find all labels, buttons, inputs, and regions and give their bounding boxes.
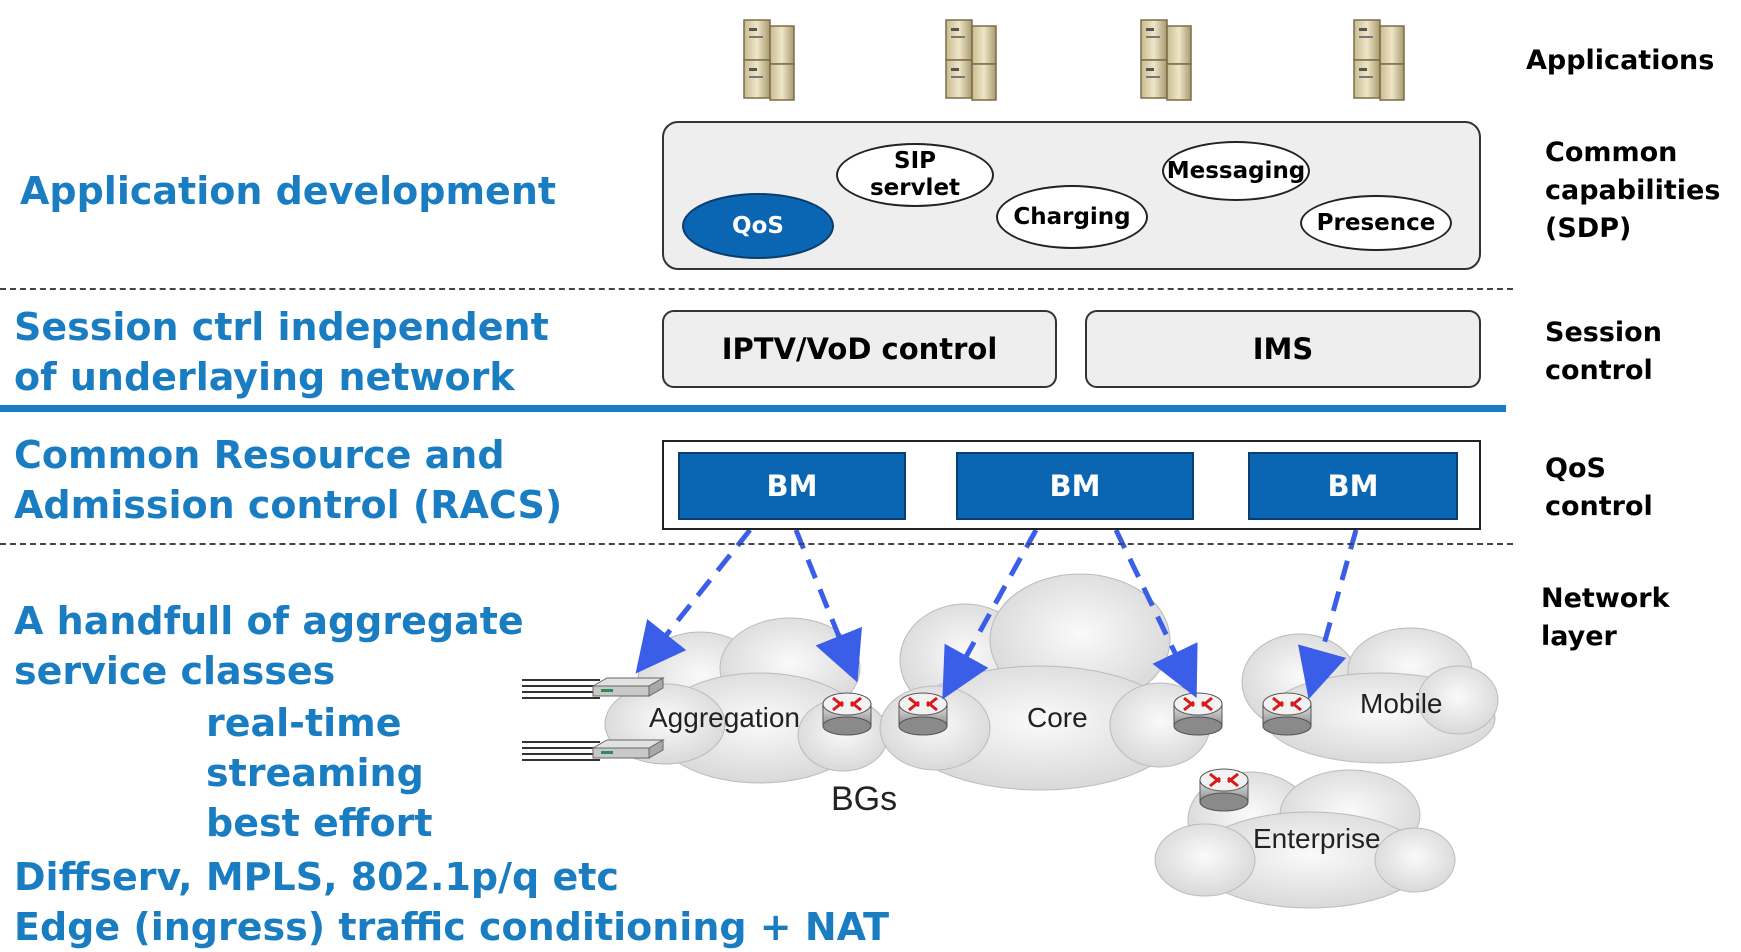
sip-servlet-line2: servlet: [869, 175, 961, 201]
router-icon: [1198, 767, 1250, 813]
label-common-line2: capabilities: [1545, 175, 1721, 206]
left-text-session-line2: of underlaying network: [14, 355, 515, 399]
core-cloud: [879, 573, 1211, 791]
left-text-app-dev: Application development: [20, 169, 557, 213]
signaling-arrows: [635, 528, 1359, 700]
server-icon: [1353, 19, 1405, 101]
server-icon: [1140, 19, 1192, 101]
capability-presence: Presence: [1300, 195, 1452, 251]
cloud-label-aggregation: Aggregation: [649, 702, 801, 733]
router-icon: [1261, 691, 1313, 737]
server-icon: [945, 19, 997, 101]
router-icon: [1172, 691, 1224, 737]
label-applications: Applications: [1526, 45, 1715, 76]
access-lines: [522, 679, 600, 761]
left-text-handful-line2: service classes: [14, 649, 336, 693]
separator-dashed-top: [0, 288, 1513, 290]
cloud-label-core: Core: [1027, 702, 1088, 733]
common-capabilities-panel: QoS SIP servlet Charging Messaging Prese…: [662, 121, 1481, 270]
bm-box-3: BM: [1248, 452, 1458, 520]
left-text-racs-line1: Common Resource and: [14, 433, 505, 477]
switch-icon: [592, 677, 664, 697]
label-network-line2: layer: [1541, 621, 1617, 652]
router-icon: [897, 691, 949, 737]
separator-solid-blue: [0, 405, 1506, 412]
sip-servlet-line1: SIP: [894, 148, 936, 174]
capability-messaging: Messaging: [1162, 141, 1310, 201]
capability-qos: QoS: [682, 193, 834, 259]
server-icon: [743, 19, 795, 101]
bgs-label: BGs: [831, 780, 898, 818]
left-text-session-line1: Session ctrl independent: [14, 305, 549, 349]
switch-icon: [592, 739, 664, 759]
left-text-class-streaming: streaming: [206, 751, 424, 795]
iptv-vod-control-box: IPTV/VoD control: [662, 310, 1057, 388]
label-qos-line2: control: [1545, 491, 1653, 522]
racs-container: BM BM BM: [662, 440, 1481, 530]
bm-box-1: BM: [678, 452, 906, 520]
router-icon: [821, 691, 873, 737]
capability-sip-servlet: SIP servlet: [836, 143, 994, 207]
left-text-class-best-effort: best effort: [206, 801, 433, 845]
label-session-line2: control: [1545, 355, 1653, 386]
separator-dashed-bottom: [0, 543, 1513, 545]
label-common-line1: Common: [1545, 137, 1678, 168]
left-text-edge: Edge (ingress) traffic conditioning + NA…: [14, 905, 890, 949]
bm-box-2: BM: [956, 452, 1194, 520]
ims-box: IMS: [1085, 310, 1481, 388]
label-network-line1: Network: [1541, 583, 1670, 614]
left-text-handful-line1: A handfull of aggregate: [14, 599, 524, 643]
left-text-diffserv: Diffserv, MPLS, 802.1p/q etc: [14, 855, 619, 899]
label-qos-line1: QoS: [1545, 453, 1606, 484]
left-text-racs-line2: Admission control (RACS): [14, 483, 563, 527]
label-session-line1: Session: [1545, 317, 1662, 348]
label-common-line3: (SDP): [1545, 213, 1632, 244]
cloud-label-mobile: Mobile: [1360, 688, 1443, 719]
capability-charging: Charging: [996, 185, 1148, 249]
left-text-class-realtime: real-time: [206, 701, 402, 745]
cloud-label-enterprise: Enterprise: [1253, 823, 1381, 854]
enterprise-cloud: [1154, 769, 1456, 909]
